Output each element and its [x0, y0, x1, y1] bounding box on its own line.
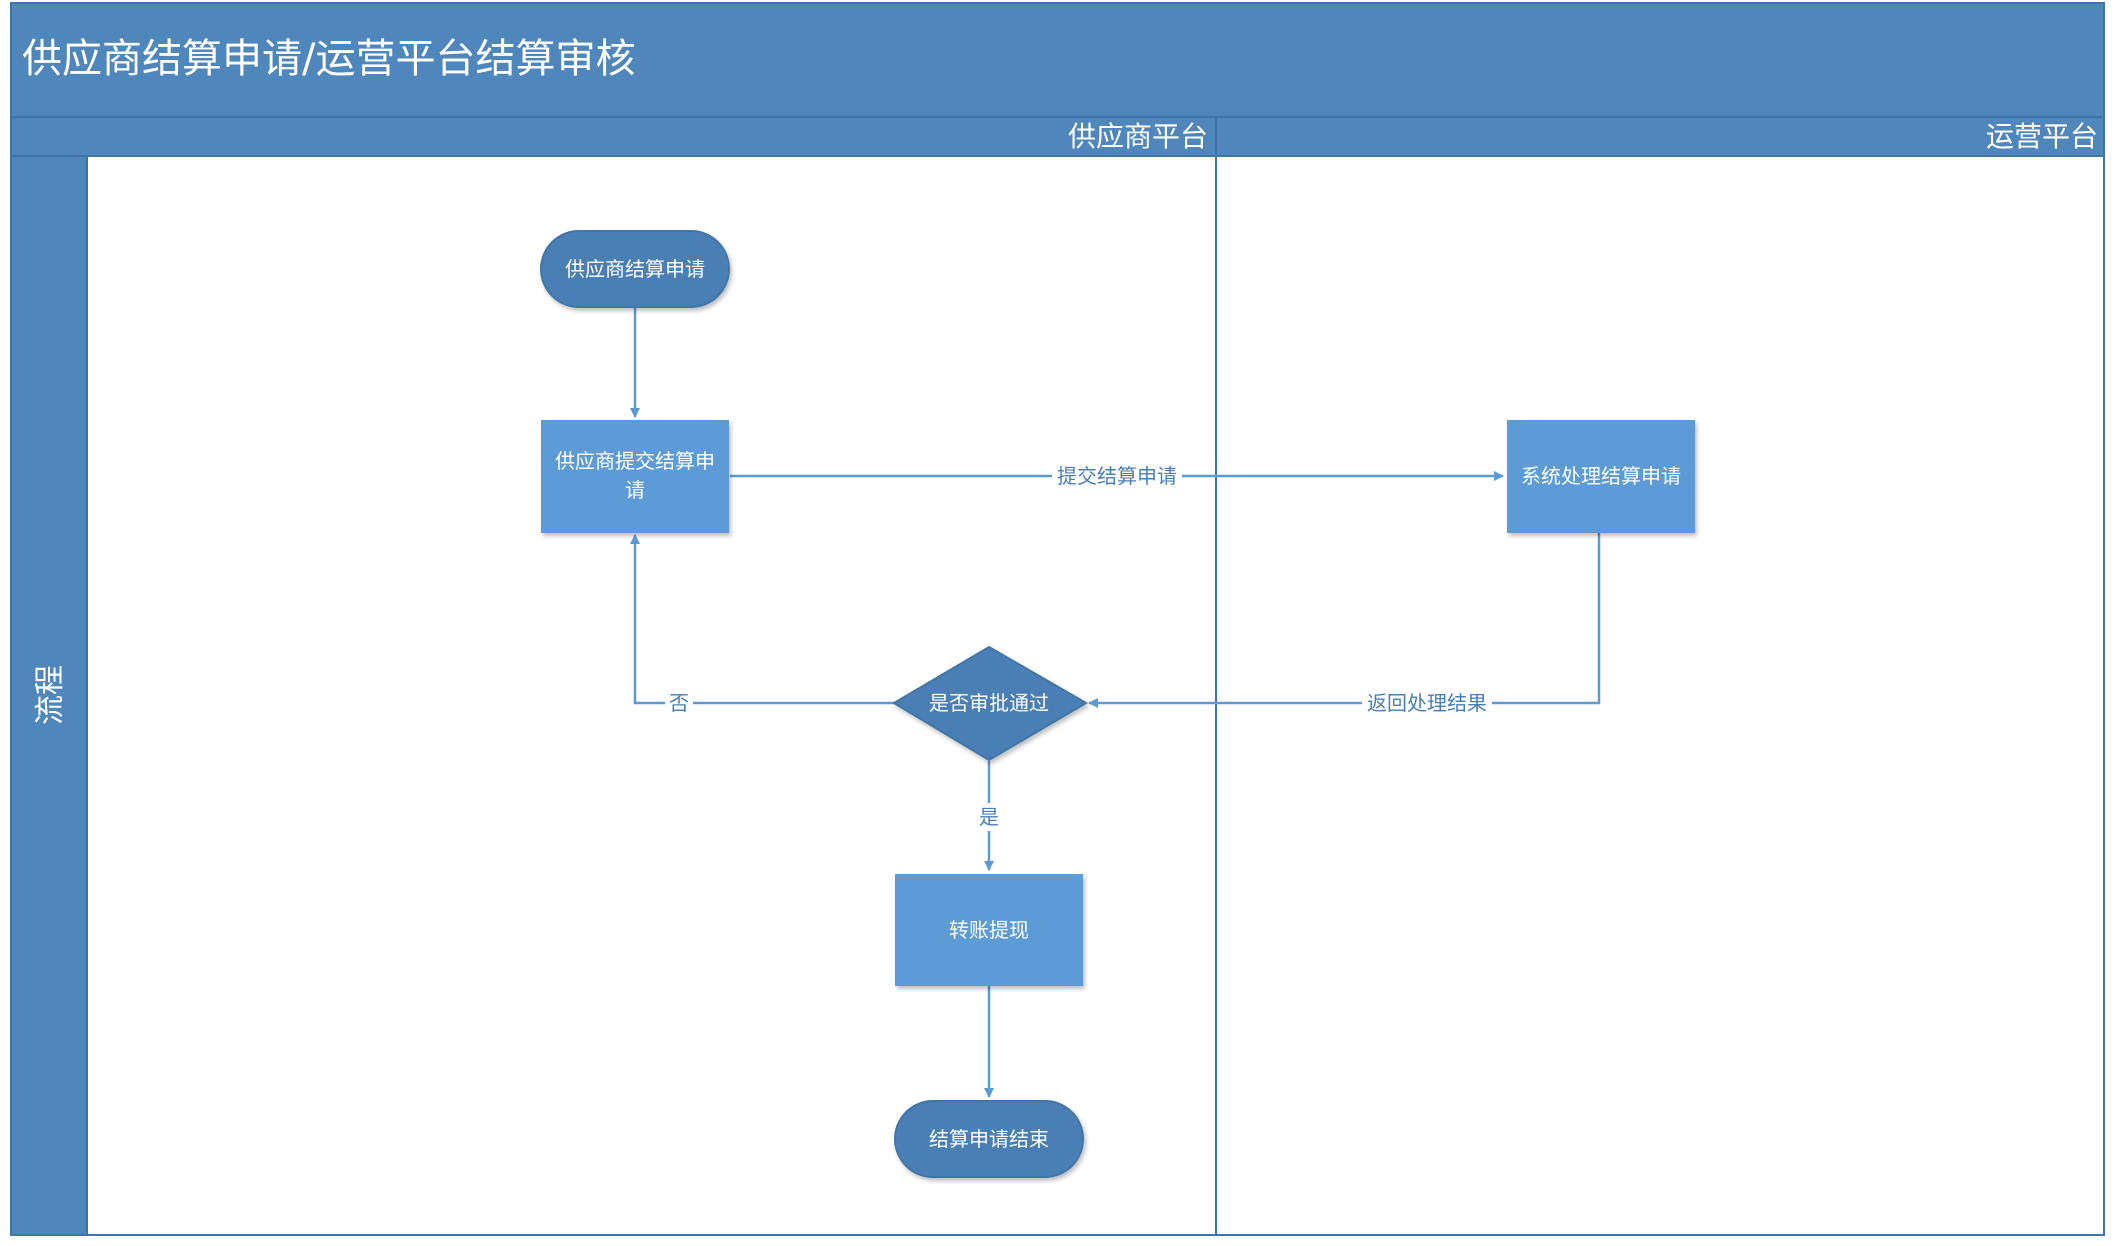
edge-system-to-decision — [1088, 532, 1601, 708]
lane-operations-label: 运营平台 — [1986, 120, 2098, 153]
node-end — [894, 1100, 1084, 1178]
node-system-label: 系统处理结算申请 — [1521, 464, 1681, 488]
node-withdraw-label: 转账提现 — [949, 918, 1029, 942]
edge-label-yes-bg — [975, 803, 1003, 831]
edge-label-no-bg — [665, 689, 693, 717]
edge-label-return-bg — [1362, 689, 1492, 717]
lane-supplier-label: 供应商平台 — [1068, 120, 1208, 153]
edge-decision-no — [630, 534, 894, 705]
node-withdraw — [895, 874, 1083, 986]
lane-header-band — [10, 116, 2105, 157]
node-submit-label-line2: 请 — [625, 478, 645, 502]
title-band — [10, 2, 2105, 118]
edge-label-return: 返回处理结果 — [1367, 691, 1487, 715]
node-start-label: 供应商结算申请 — [565, 257, 705, 281]
edge-label-submit-bg — [1052, 462, 1182, 490]
diagram-title: 供应商结算申请/运营平台结算审核 — [22, 36, 635, 82]
node-end-label: 结算申请结束 — [929, 1127, 1049, 1151]
row-label: 流程 — [33, 665, 68, 725]
edge-label-no: 否 — [669, 691, 689, 715]
node-start — [540, 230, 730, 308]
node-submit — [541, 420, 729, 533]
edge-label-yes: 是 — [979, 805, 999, 829]
edge-label-submit: 提交结算申请 — [1057, 464, 1177, 488]
node-decision — [892, 645, 1088, 762]
row-label-band — [10, 155, 88, 1236]
node-submit-label-line1: 供应商提交结算申 — [555, 449, 715, 473]
node-system — [1507, 420, 1695, 533]
diagram-frame — [10, 2, 2105, 1236]
node-decision-label: 是否审批通过 — [929, 691, 1049, 715]
